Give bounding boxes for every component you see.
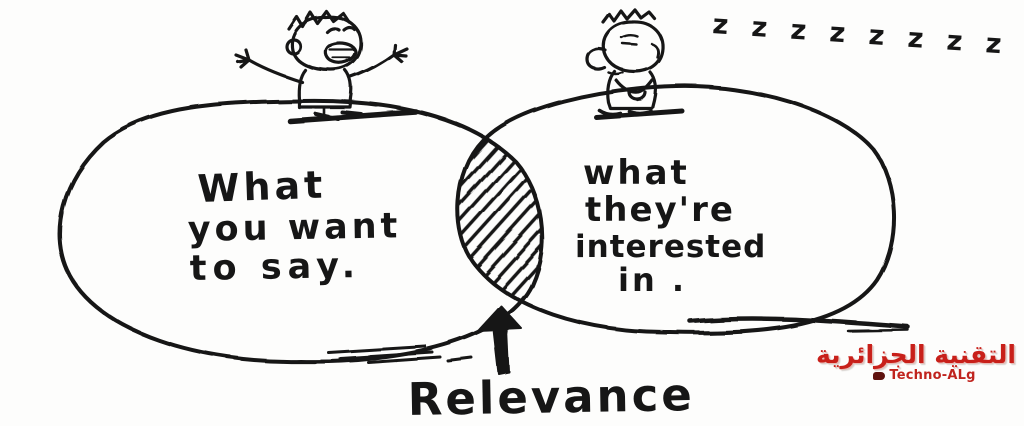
speaker-teeth: [328, 48, 356, 60]
right-label-line3: interested: [575, 229, 766, 265]
right-circle-ground-line: [687, 316, 911, 333]
sleeper-nose: [585, 47, 607, 71]
speaker-mouth: [324, 41, 358, 65]
left-label-line1: What: [197, 163, 327, 211]
watermark-latin-text: Techno-ALg: [889, 368, 976, 383]
right-label-line2: they're: [585, 190, 735, 230]
speaker-eyes: [325, 25, 357, 34]
left-label-line2: you want: [187, 206, 401, 250]
speaker-hair: [286, 9, 351, 30]
watermark-logo: التقنية الجزائرية Techno-ALg: [815, 340, 1016, 383]
relevance-label: Relevance: [407, 368, 695, 426]
sleeper-figure: [585, 8, 685, 120]
watermark-arabic-text: التقنية الجزائرية: [815, 340, 1016, 369]
sleeper-ear: [650, 42, 660, 59]
speaker-right-arm: [348, 43, 409, 80]
sleeper-body: [605, 69, 657, 110]
sleeper-hair: [601, 8, 656, 24]
left-circle: [57, 98, 545, 364]
relevance-arrow: [477, 305, 523, 375]
left-label-line3: to say.: [189, 246, 361, 289]
sleeper-head: [601, 20, 664, 73]
sleeper-hands: [614, 78, 654, 101]
speaker-shadow: [287, 109, 419, 124]
sleeper-eye: [620, 34, 640, 47]
speaker-figure: [234, 9, 419, 124]
speaker-head: [289, 15, 363, 72]
sleeper-mouth: [606, 70, 624, 75]
right-circle: [456, 83, 897, 335]
right-label-line4: in .: [618, 261, 687, 299]
sleeper-shadow: [593, 108, 685, 120]
sleep-zzz-text: z z z z z z z z: [712, 9, 1010, 61]
speaker-ear: [284, 37, 302, 55]
left-circle-shading: [326, 344, 474, 364]
speaker-left-arm: [234, 48, 304, 84]
right-label-line1: what: [583, 153, 690, 193]
watermark-mini-icon: [873, 371, 886, 380]
